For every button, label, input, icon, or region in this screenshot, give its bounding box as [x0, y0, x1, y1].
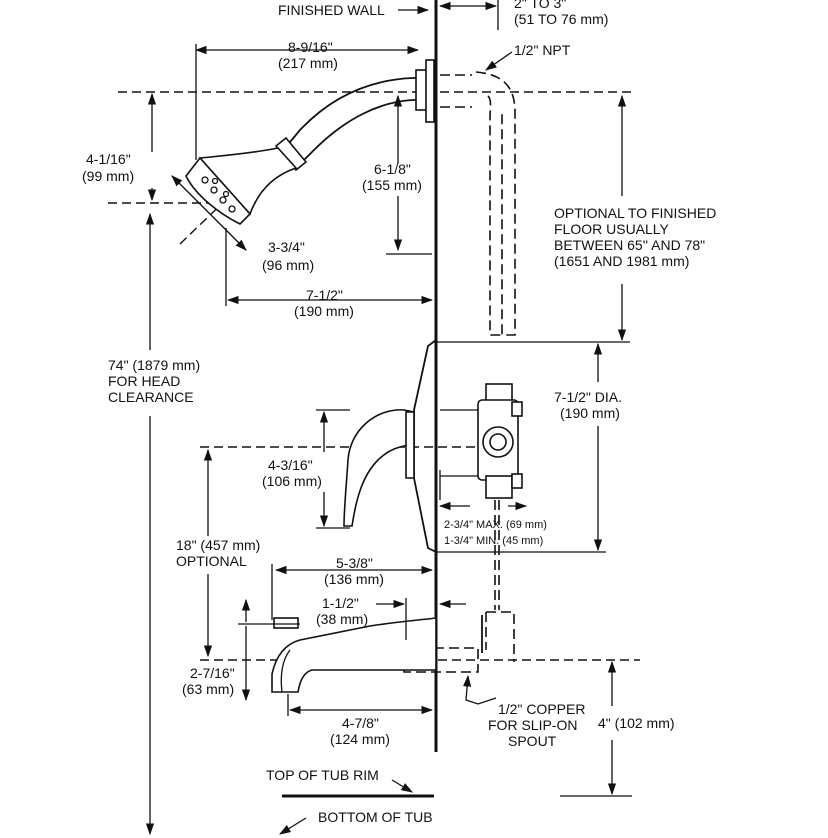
head-drop-mm: (99 mm): [82, 168, 134, 184]
floor-note-line-2: FLOOR USUALLY: [554, 221, 670, 237]
floor-note-line-1: OPTIONAL TO FINISHED: [554, 205, 716, 221]
arm-length-in: 8-9/16": [288, 39, 333, 55]
valve-handle: [343, 409, 415, 527]
wall-offset-in: 2" TO 3": [514, 0, 566, 11]
finished-wall-label: FINISHED WALL: [278, 2, 385, 18]
dimension-lines: [145, 0, 632, 836]
clearance-line-1: 74" (1879 mm): [108, 357, 200, 373]
copper-extension-in: 1-1/2": [322, 595, 359, 611]
shower-head: [185, 136, 308, 225]
clearance-line-2: FOR HEAD: [108, 373, 180, 389]
shower-arm: [289, 59, 435, 161]
head-drop-in: 4-1/16": [86, 151, 131, 167]
arm-drop-mm: (155 mm): [362, 177, 422, 193]
head-reach-mm: (190 mm): [294, 303, 354, 319]
valve-height-line-2: OPTIONAL: [176, 553, 247, 569]
handle-height-in: 4-3/16": [268, 457, 313, 473]
valve-body: [439, 383, 523, 500]
npt-label: 1/2" NPT: [514, 42, 571, 58]
supply-pipe: [403, 71, 516, 673]
max-depth-label: 2-3/4" MAX. (69 mm): [444, 519, 547, 531]
rim-height-label: 4" (102 mm): [598, 715, 675, 731]
head-diameter-mm: (96 mm): [262, 257, 314, 273]
spout-reach-in: 5-3/8": [336, 555, 373, 571]
arm-length-mm: (217 mm): [278, 55, 338, 71]
plate-diameter-in: 7-1/2" DIA.: [554, 389, 622, 405]
spout-height-in: 2-7/16": [190, 665, 235, 681]
copper-extension-mm: (38 mm): [316, 611, 368, 627]
spout-height-mm: (63 mm): [182, 681, 234, 697]
floor-note-line-4: (1651 AND 1981 mm): [554, 253, 689, 269]
spout-length-mm: (124 mm): [330, 731, 390, 747]
handle-height-mm: (106 mm): [262, 473, 322, 489]
wall-offset-mm: (51 TO 76 mm): [514, 11, 608, 27]
clearance-line-3: CLEARANCE: [108, 389, 194, 405]
tub-bottom-label: BOTTOM OF TUB: [318, 809, 433, 825]
copper-note-line-1: 1/2" COPPER: [498, 701, 585, 717]
copper-note-line-2: FOR SLIP-ON: [488, 717, 577, 733]
min-depth-label: 1-3/4" MIN. (45 mm): [444, 535, 543, 547]
spout-length-in: 4-7/8": [342, 715, 379, 731]
tub-spout: [245, 617, 437, 693]
arm-drop-in: 6-1/8": [374, 161, 411, 177]
plate-diameter-mm: (190 mm): [560, 405, 620, 421]
copper-note-line-3: SPOUT: [508, 733, 557, 749]
spout-reach-mm: (136 mm): [324, 571, 384, 587]
valve-height-line-1: 18" (457 mm): [176, 537, 260, 553]
trim-plate: [413, 339, 437, 553]
head-reach-in: 7-1/2": [306, 287, 343, 303]
head-diameter-in: 3-3/4": [268, 239, 305, 255]
tub-rim-label: TOP OF TUB RIM: [266, 767, 379, 783]
floor-note-line-3: BETWEEN 65'' AND 78": [554, 237, 705, 253]
